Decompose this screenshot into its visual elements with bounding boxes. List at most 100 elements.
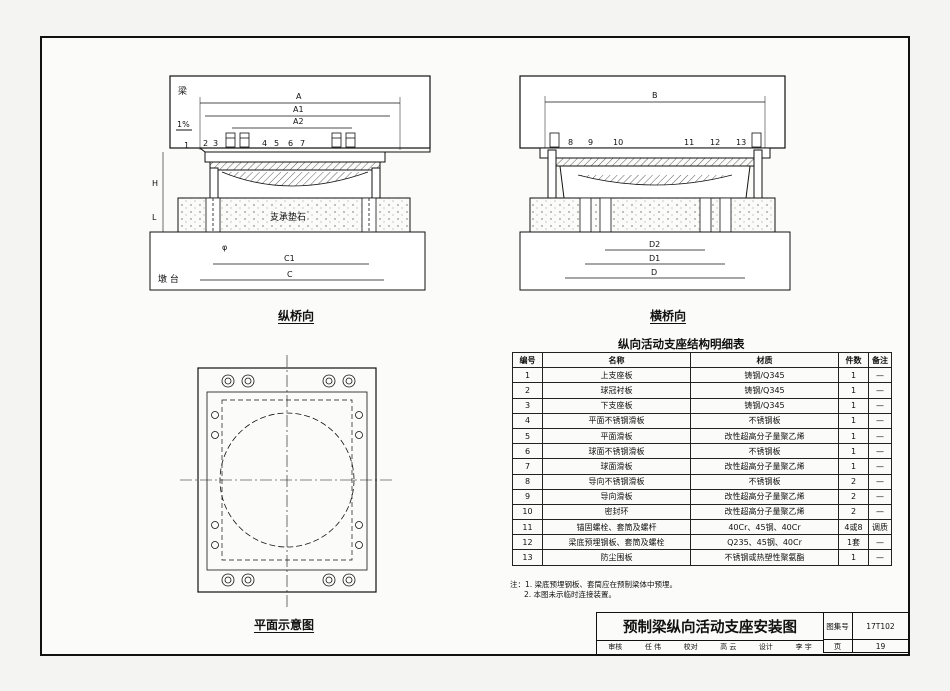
dim-D1: D1 bbox=[649, 254, 660, 263]
page-number: 19 bbox=[853, 640, 909, 653]
callouts-8-13: 8 9 10 11 12 13 bbox=[568, 138, 746, 147]
cell-name: 球面滑板 bbox=[542, 458, 691, 475]
cell-name: 球面不锈钢滑板 bbox=[542, 443, 691, 460]
cell-remark: — bbox=[868, 488, 892, 505]
signature-row: 审核 任 伟 校对 高 云 设计 李 宇 bbox=[597, 640, 824, 653]
table-header-row: 编号 名称 材质 件数 备注 bbox=[512, 351, 892, 369]
callout-12: 12 bbox=[710, 138, 720, 147]
cell-no: 10 bbox=[512, 503, 543, 521]
cell-no: 8 bbox=[512, 473, 543, 490]
caption-transverse: 横桥向 bbox=[650, 309, 687, 323]
cell-material: 铸钢/Q345 bbox=[690, 397, 839, 414]
atlas-number: 17T102 bbox=[853, 613, 909, 640]
cell-name: 梁底预埋钢板、套筒及螺栓 bbox=[542, 534, 691, 551]
note-2: 2. 本图未示临时连接装置。 bbox=[524, 590, 617, 599]
caption-plan: 平面示意图 bbox=[254, 618, 315, 632]
cell-remark: 调质 bbox=[868, 519, 892, 536]
cell-name: 球冠衬板 bbox=[542, 382, 691, 399]
cell-qty: 2 bbox=[838, 503, 869, 521]
callout-5: 5 bbox=[274, 139, 279, 148]
top-bolt-transverse bbox=[549, 132, 762, 148]
cell-no: 12 bbox=[512, 534, 543, 551]
dim-A1: A1 bbox=[293, 105, 304, 114]
callout-2: 2 bbox=[203, 139, 208, 148]
cell-qty: 1 bbox=[838, 458, 869, 475]
callouts-1-7: 1 2 3 4 5 6 7 bbox=[184, 139, 305, 150]
cell-material: 铸钢/Q345 bbox=[690, 367, 839, 384]
plan-bolt-circles bbox=[211, 374, 363, 587]
cell-qty: 1 bbox=[838, 367, 869, 384]
cell-qty: 1 bbox=[838, 549, 869, 566]
cell-name: 锚固螺栓、套筒及螺杆 bbox=[542, 519, 691, 536]
cell-material: 不锈钢板 bbox=[690, 412, 839, 429]
cell-qty: 1 bbox=[838, 382, 869, 399]
longitudinal-view: 梁 1% A A1 A2 H L 支承 bbox=[149, 75, 431, 291]
notes: 注：1. 梁底预埋钢板、套筒应在预制梁体中预埋。 2. 本图未示临时连接装置。 bbox=[510, 580, 677, 600]
transverse-view: B D2 D1 D 8 9 10 11 12 13 bbox=[519, 75, 791, 291]
top-bolt bbox=[225, 132, 356, 148]
cell-material: 不锈钢板 bbox=[690, 473, 839, 490]
phi-label: φ bbox=[222, 243, 227, 252]
pier-body-transverse bbox=[519, 231, 791, 291]
callout-3: 3 bbox=[213, 139, 218, 148]
cell-no: 4 bbox=[512, 412, 543, 429]
dim-C1: C1 bbox=[284, 254, 295, 263]
dim-D2: D2 bbox=[649, 240, 660, 249]
cell-material: 铸钢/Q345 bbox=[690, 382, 839, 399]
cell-material: 改性超高分子量聚乙烯 bbox=[690, 503, 839, 521]
table-title: 纵向活动支座结构明细表 bbox=[618, 337, 745, 351]
dim-C: C bbox=[287, 270, 293, 279]
cell-material: Q235、45钢、40Cr bbox=[690, 534, 839, 551]
note-1: 注：1. 梁底预埋钢板、套筒应在预制梁体中预埋。 bbox=[510, 580, 678, 589]
cell-remark: — bbox=[868, 534, 892, 551]
H-label: H bbox=[152, 179, 158, 188]
cell-material: 改性超高分子量聚乙烯 bbox=[690, 427, 839, 445]
cell-no: 6 bbox=[512, 443, 543, 460]
callout-10: 10 bbox=[613, 138, 623, 147]
callout-4: 4 bbox=[262, 139, 267, 148]
sign-review-name: 任 伟 bbox=[644, 642, 662, 651]
atlas-label: 图集号 bbox=[823, 613, 853, 640]
cell-no: 11 bbox=[512, 519, 543, 536]
cell-no: 1 bbox=[512, 367, 543, 384]
pad-label: 支承垫石 bbox=[270, 211, 306, 223]
col-header-material: 材质 bbox=[690, 351, 839, 369]
sign-check-label: 校对 bbox=[683, 642, 698, 651]
cell-name: 平面滑板 bbox=[542, 427, 691, 445]
col-header-no: 编号 bbox=[512, 351, 543, 369]
cell-qty: 1 bbox=[838, 397, 869, 414]
cell-no: 9 bbox=[512, 488, 543, 505]
cell-no: 13 bbox=[512, 549, 543, 566]
cell-no: 3 bbox=[512, 397, 543, 414]
cell-name: 上支座板 bbox=[542, 367, 691, 384]
cell-material: 40Cr、45钢、40Cr bbox=[690, 519, 839, 536]
sign-check-name: 高 云 bbox=[720, 642, 737, 651]
dim-B: B bbox=[652, 91, 658, 100]
pier-label: 墩 台 bbox=[158, 273, 179, 285]
cell-material: 改性超高分子量聚乙烯 bbox=[690, 458, 839, 475]
dim-D: D bbox=[651, 268, 657, 277]
cell-remark: — bbox=[868, 443, 892, 460]
cell-qty: 2 bbox=[838, 488, 869, 505]
cell-remark: — bbox=[868, 367, 892, 384]
cell-remark: — bbox=[868, 412, 892, 429]
cell-qty: 1 bbox=[838, 443, 869, 460]
upper-plate bbox=[204, 151, 386, 163]
cell-remark: — bbox=[868, 427, 892, 445]
plan-spherical-circle bbox=[219, 412, 355, 548]
callout-8: 8 bbox=[568, 138, 573, 147]
col-header-name: 名称 bbox=[542, 351, 691, 369]
cell-no: 5 bbox=[512, 427, 543, 445]
plan-outer-plate bbox=[197, 367, 377, 593]
cell-name: 下支座板 bbox=[542, 397, 691, 414]
cell-remark: — bbox=[868, 503, 892, 521]
